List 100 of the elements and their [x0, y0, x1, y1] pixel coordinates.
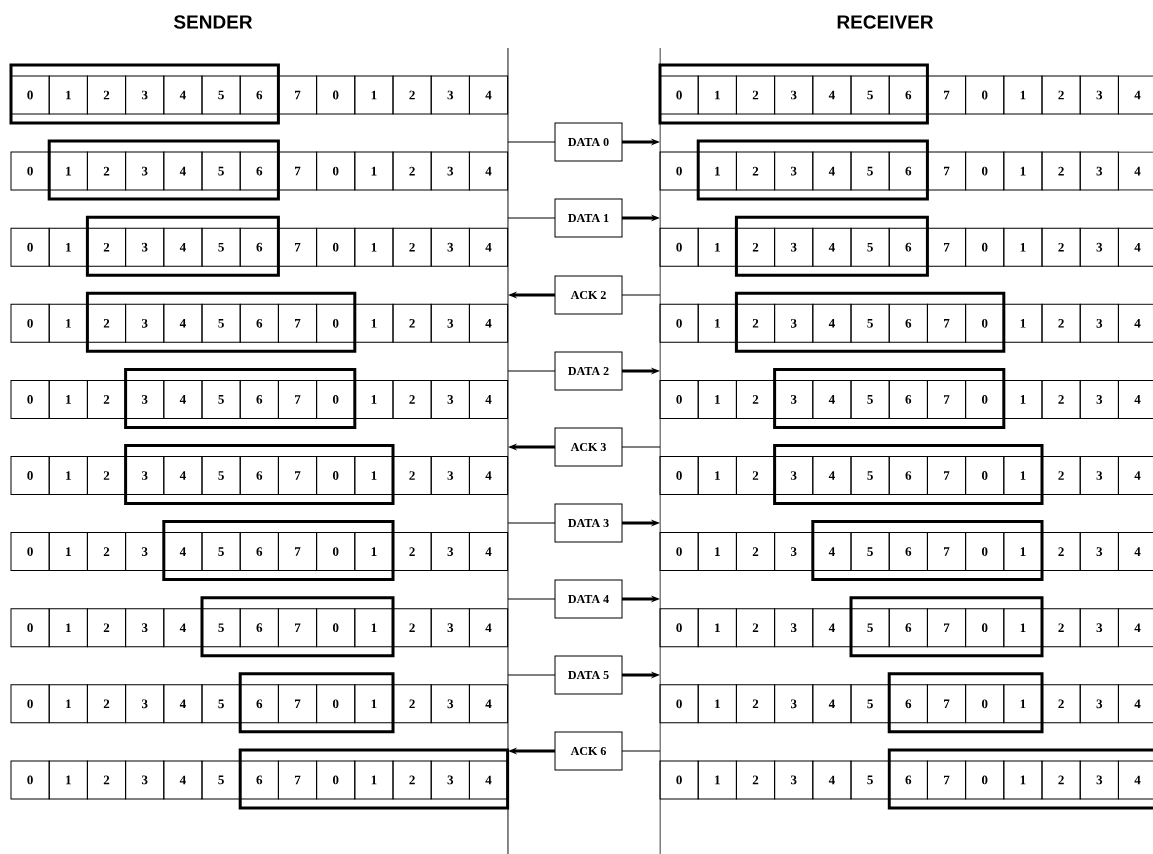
- table-cell: 4: [1117, 684, 1153, 724]
- table-cell: 3: [125, 227, 165, 267]
- table-cell: 5: [850, 532, 890, 572]
- table-cell: 1: [354, 456, 394, 495]
- table-cell: 0: [965, 760, 1005, 800]
- table-cell: 2: [735, 75, 776, 115]
- connector-line: [507, 370, 556, 372]
- table-cell: 3: [1079, 75, 1119, 115]
- table-cell: 1: [697, 608, 737, 648]
- table-cell: 7: [926, 684, 967, 724]
- table-cell: 1: [48, 75, 88, 115]
- connector-line: [621, 294, 661, 296]
- table-cell: 1: [354, 227, 394, 267]
- table-cell: 3: [1079, 608, 1119, 648]
- table-cell: 2: [392, 75, 432, 115]
- table-cell: 4: [163, 75, 203, 115]
- table-cell: 2: [86, 379, 127, 419]
- table-cell: 3: [774, 532, 814, 572]
- table-cell: 5: [850, 760, 890, 800]
- table-cell: 7: [926, 532, 967, 572]
- connector-line: [507, 217, 556, 219]
- message-box: DATA 1: [554, 198, 623, 238]
- table-cell: 3: [430, 75, 470, 115]
- table-cell: 6: [888, 379, 928, 419]
- table-cell: 4: [468, 532, 509, 572]
- table-cell: 3: [430, 608, 470, 648]
- table-cell: 3: [125, 456, 165, 495]
- table-cell: 0: [965, 456, 1005, 495]
- table-cell: 2: [735, 684, 776, 724]
- table-cell: 3: [1079, 379, 1119, 419]
- table-cell: 2: [392, 151, 432, 191]
- table-cell: 7: [277, 151, 318, 191]
- table-cell: 2: [735, 303, 776, 343]
- table-cell: 1: [697, 303, 737, 343]
- table-cell: 7: [926, 456, 967, 495]
- table-cell: 3: [774, 379, 814, 419]
- table-cell: 2: [1041, 151, 1081, 191]
- table-cell: 0: [10, 303, 50, 343]
- table-cell: 3: [774, 303, 814, 343]
- table-cell: 0: [316, 75, 356, 115]
- table-cell: 0: [316, 151, 356, 191]
- table-cell: 3: [125, 151, 165, 191]
- table-cell: 0: [10, 532, 50, 572]
- table-cell: 4: [468, 227, 509, 267]
- table-cell: 2: [86, 75, 127, 115]
- table-cell: 4: [1117, 151, 1153, 191]
- table-cell: 2: [392, 379, 432, 419]
- table-cell: 1: [1003, 684, 1043, 724]
- message-box: DATA 0: [554, 122, 623, 162]
- table-cell: 7: [926, 227, 967, 267]
- table-cell: 2: [1041, 532, 1081, 572]
- table-cell: 1: [1003, 227, 1043, 267]
- table-cell: 1: [354, 608, 394, 648]
- message-box: DATA 2: [554, 351, 623, 391]
- table-cell: 2: [1041, 456, 1081, 495]
- table-cell: 0: [316, 684, 356, 724]
- table-cell: 4: [812, 760, 852, 800]
- message-box: ACK 3: [554, 427, 623, 467]
- table-cell: 2: [1041, 303, 1081, 343]
- table-cell: 4: [812, 227, 852, 267]
- table-cell: 3: [774, 608, 814, 648]
- table-cell: 3: [125, 532, 165, 572]
- table-cell: 3: [430, 151, 470, 191]
- table-cell: 3: [430, 532, 470, 572]
- table-cell: 1: [354, 379, 394, 419]
- table-cell: 1: [48, 684, 88, 724]
- table-cell: 4: [1117, 456, 1153, 495]
- table-cell: 1: [354, 303, 394, 343]
- table-cell: 7: [926, 151, 967, 191]
- table-cell: 2: [86, 151, 127, 191]
- table-cell: 5: [850, 684, 890, 724]
- table-cell: 2: [392, 760, 432, 800]
- table-cell: 1: [48, 456, 88, 495]
- table-cell: 4: [468, 303, 509, 343]
- table-cell: 5: [850, 227, 890, 267]
- table-cell: 5: [201, 532, 241, 572]
- table-cell: 0: [659, 75, 699, 115]
- table-cell: 0: [10, 151, 50, 191]
- table-cell: 1: [697, 151, 737, 191]
- table-cell: 6: [888, 75, 928, 115]
- table-cell: 7: [277, 760, 318, 800]
- table-cell: 1: [354, 532, 394, 572]
- table-cell: 4: [1117, 532, 1153, 572]
- table-cell: 0: [316, 379, 356, 419]
- table-cell: 0: [316, 456, 356, 495]
- table-cell: 0: [10, 456, 50, 495]
- table-cell: 1: [697, 75, 737, 115]
- table-cell: 1: [48, 760, 88, 800]
- table-cell: 3: [125, 303, 165, 343]
- table-cell: 4: [468, 75, 509, 115]
- table-cell: 4: [812, 151, 852, 191]
- table-cell: 1: [1003, 456, 1043, 495]
- table-cell: 5: [201, 760, 241, 800]
- table-cell: 5: [201, 684, 241, 724]
- table-cell: 1: [48, 227, 88, 267]
- table-cell: 6: [888, 684, 928, 724]
- table-cell: 3: [125, 75, 165, 115]
- table-cell: 7: [277, 608, 318, 648]
- table-cell: 3: [430, 456, 470, 495]
- table-cell: 0: [659, 151, 699, 191]
